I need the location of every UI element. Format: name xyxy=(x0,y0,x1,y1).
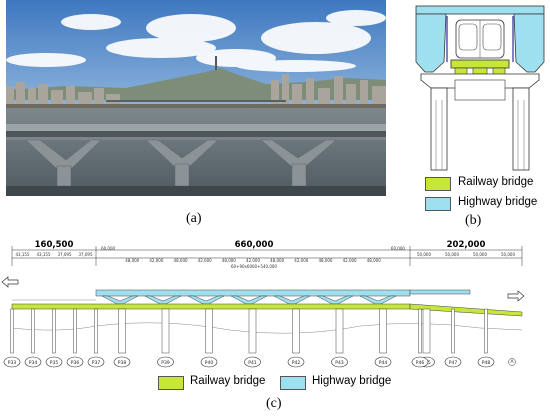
caption-a: (a) xyxy=(186,211,202,226)
main-subspan-label: 42,000 xyxy=(294,258,308,263)
left-subspan-label: 43,155 xyxy=(37,252,51,257)
v-strut xyxy=(144,295,182,305)
main-subspan-label: 48,000 xyxy=(174,258,188,263)
v-strut xyxy=(273,295,311,305)
pier-marker xyxy=(24,356,42,368)
v-strut xyxy=(101,295,139,305)
left-subspan-label: 37,095 xyxy=(79,252,93,257)
v-strut xyxy=(316,295,354,305)
pier-label: P40 xyxy=(205,360,214,366)
pier-column xyxy=(248,308,257,354)
main-subspan-label: 42,000 xyxy=(198,258,212,263)
cross-section-diagram xyxy=(415,5,545,171)
pier-column xyxy=(451,308,455,354)
pier-column xyxy=(484,308,488,354)
right-subspan-label: 50,000 xyxy=(417,252,431,257)
main-subspan-label: 48,000 xyxy=(270,258,284,263)
pier-label: P46 xyxy=(416,360,425,366)
pier-label: P41 xyxy=(248,360,257,366)
span-left-label: 160,500 xyxy=(35,240,74,250)
v-strut xyxy=(359,295,397,305)
pier-marker xyxy=(87,356,105,368)
left-arrow-icon xyxy=(1,276,19,288)
left-subspan-label: 43,155 xyxy=(16,252,30,257)
pier-column xyxy=(422,308,431,354)
main-subspan-label: 60,000 xyxy=(391,246,405,251)
main-subspan-label: 48,000 xyxy=(222,258,236,263)
caption-b: (b) xyxy=(465,213,482,228)
main-subspan-label: 48,000 xyxy=(125,258,139,263)
legend-label-railway-c: Railway bridge xyxy=(190,375,266,387)
pier-column xyxy=(161,308,170,354)
misc-label: A xyxy=(510,359,514,365)
main-subspan-label: 60,000 xyxy=(101,246,115,251)
pier-column xyxy=(31,308,35,354)
pier-marker xyxy=(287,356,305,368)
pier-marker xyxy=(113,356,131,368)
pier-marker xyxy=(374,356,392,368)
legend-swatch-highway-c xyxy=(280,376,306,390)
legend-swatch-railway-b xyxy=(425,177,451,191)
right-subspan-label: 50,000 xyxy=(445,252,459,257)
pier-column xyxy=(418,308,422,354)
pier-label: P42 xyxy=(292,360,301,366)
right-arrow-icon xyxy=(507,290,525,302)
pier-marker xyxy=(3,356,21,368)
legend-label-highway-b: Highway bridge xyxy=(458,196,538,208)
pier-label: P43 xyxy=(335,360,344,366)
pier-column xyxy=(292,308,300,354)
pier-label: P33 xyxy=(8,360,17,366)
pier-marker xyxy=(244,356,261,368)
pier-marker xyxy=(444,356,462,368)
pier-column xyxy=(205,308,213,354)
legend-label-railway-b: Railway bridge xyxy=(458,176,534,188)
pier-column xyxy=(379,308,387,354)
legend-swatch-highway-b xyxy=(425,197,451,211)
pier-column xyxy=(10,308,14,354)
pier-label: P38 xyxy=(118,360,127,366)
left-subspan-label: 37,095 xyxy=(58,252,72,257)
main-subspan-label: 42,000 xyxy=(246,258,260,263)
pier-marker xyxy=(411,356,429,368)
pier-label: P47 xyxy=(449,360,458,366)
legend-swatch-railway-c xyxy=(158,376,184,390)
legend-label-highway-c: Highway bridge xyxy=(312,375,392,387)
elevation-diagram: 160,500 660,000 202,000 60+90x6000+540,0… xyxy=(1,240,525,368)
v-strut xyxy=(187,295,225,305)
main-formula-label: 60+90x6000+540,000 xyxy=(231,264,277,269)
pier-marker xyxy=(200,356,218,368)
pier-label: P35 xyxy=(50,360,59,366)
bridge-photo xyxy=(6,0,386,196)
main-subspan-label: 48,000 xyxy=(318,258,332,263)
pier-marker xyxy=(331,356,348,368)
right-subspan-label: 50,000 xyxy=(473,252,487,257)
pier-marker xyxy=(477,356,495,368)
right-subspan-label: 50,000 xyxy=(501,252,515,257)
pier-marker xyxy=(66,356,84,368)
main-subspan-label: 48,000 xyxy=(367,258,381,263)
v-strut xyxy=(230,295,268,305)
pier-label: P34 xyxy=(29,360,38,366)
pier-marker xyxy=(45,356,63,368)
pier-column xyxy=(52,308,56,354)
pier-label: P39 xyxy=(161,360,170,366)
pier-column xyxy=(118,308,126,354)
caption-c: (c) xyxy=(266,396,282,411)
pier-column xyxy=(94,308,98,354)
pier-column xyxy=(73,308,77,354)
pier-marker xyxy=(157,356,174,368)
pier-label: P37 xyxy=(92,360,101,366)
main-subspan-label: 42,000 xyxy=(149,258,163,263)
pier-label: P36 xyxy=(71,360,80,366)
span-middle-label: 660,000 xyxy=(235,240,274,250)
pier-label: P48 xyxy=(482,360,491,366)
main-subspan-label: 42,000 xyxy=(343,258,357,263)
pier-label: P44 xyxy=(379,360,388,366)
pier-column xyxy=(335,308,344,354)
span-right-label: 202,000 xyxy=(447,240,486,250)
